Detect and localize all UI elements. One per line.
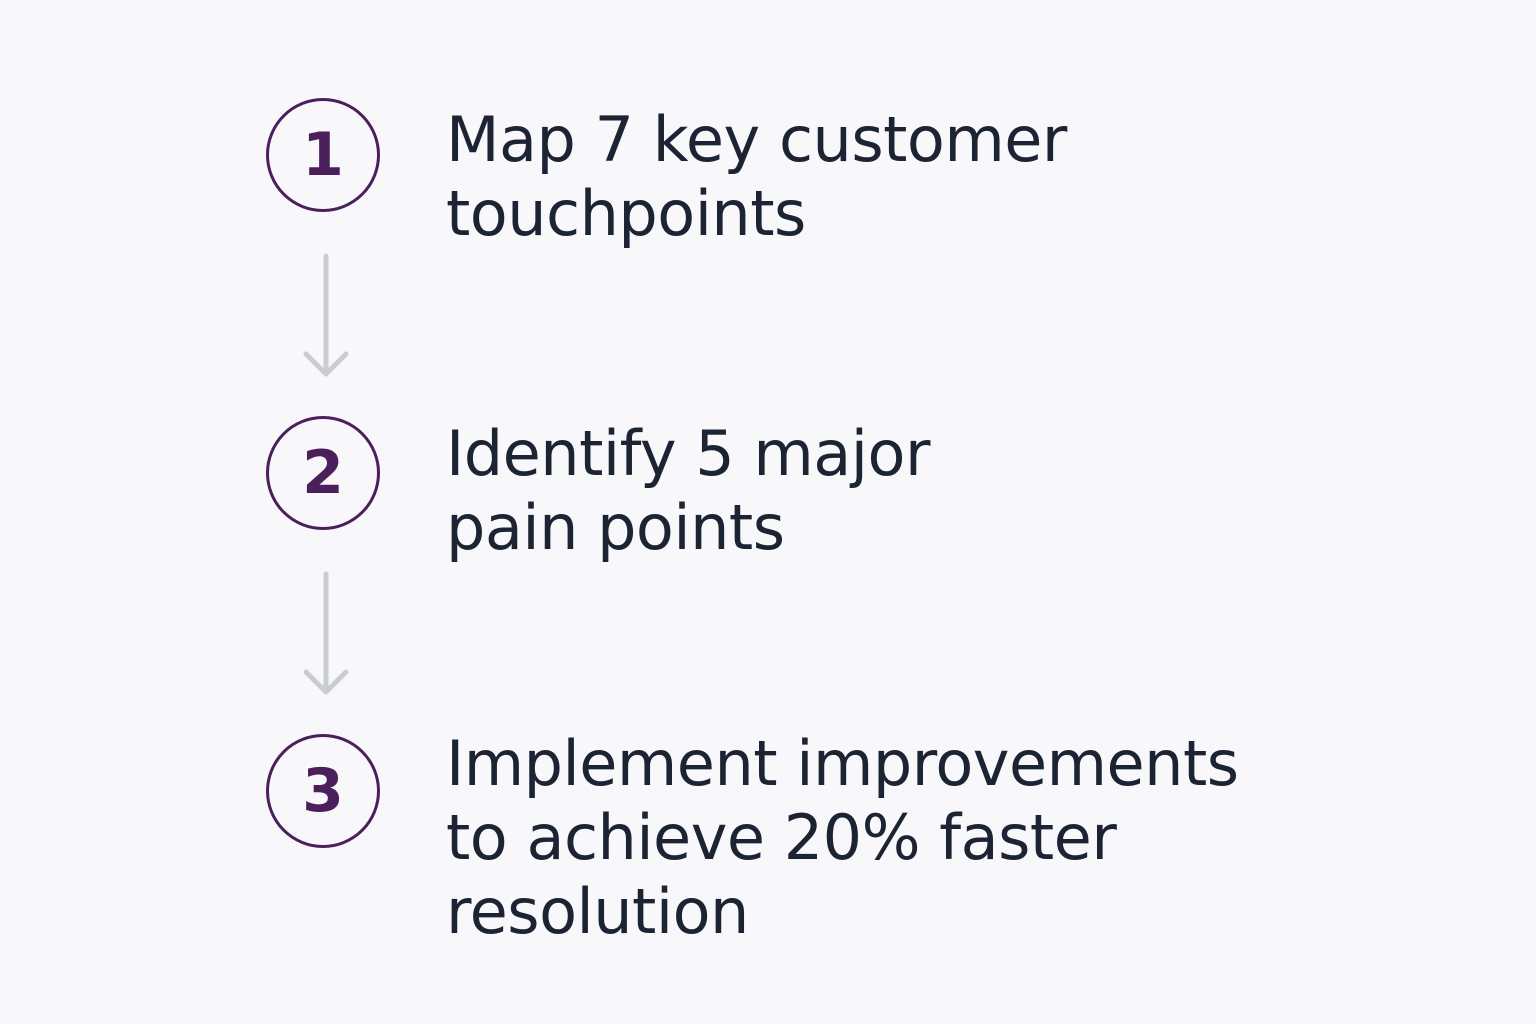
step-3-text: Implement improvements to achieve 20% fa… (446, 727, 1239, 948)
step-1-number-circle: 1 (266, 98, 380, 212)
step-1-text: Map 7 key customer touchpoints (446, 103, 1067, 250)
step-3-number-circle: 3 (266, 734, 380, 848)
step-2-text: Identify 5 major pain points (446, 417, 930, 564)
down-arrow-icon (303, 253, 349, 377)
down-arrow-icon (303, 571, 349, 695)
step-2-number-circle: 2 (266, 416, 380, 530)
